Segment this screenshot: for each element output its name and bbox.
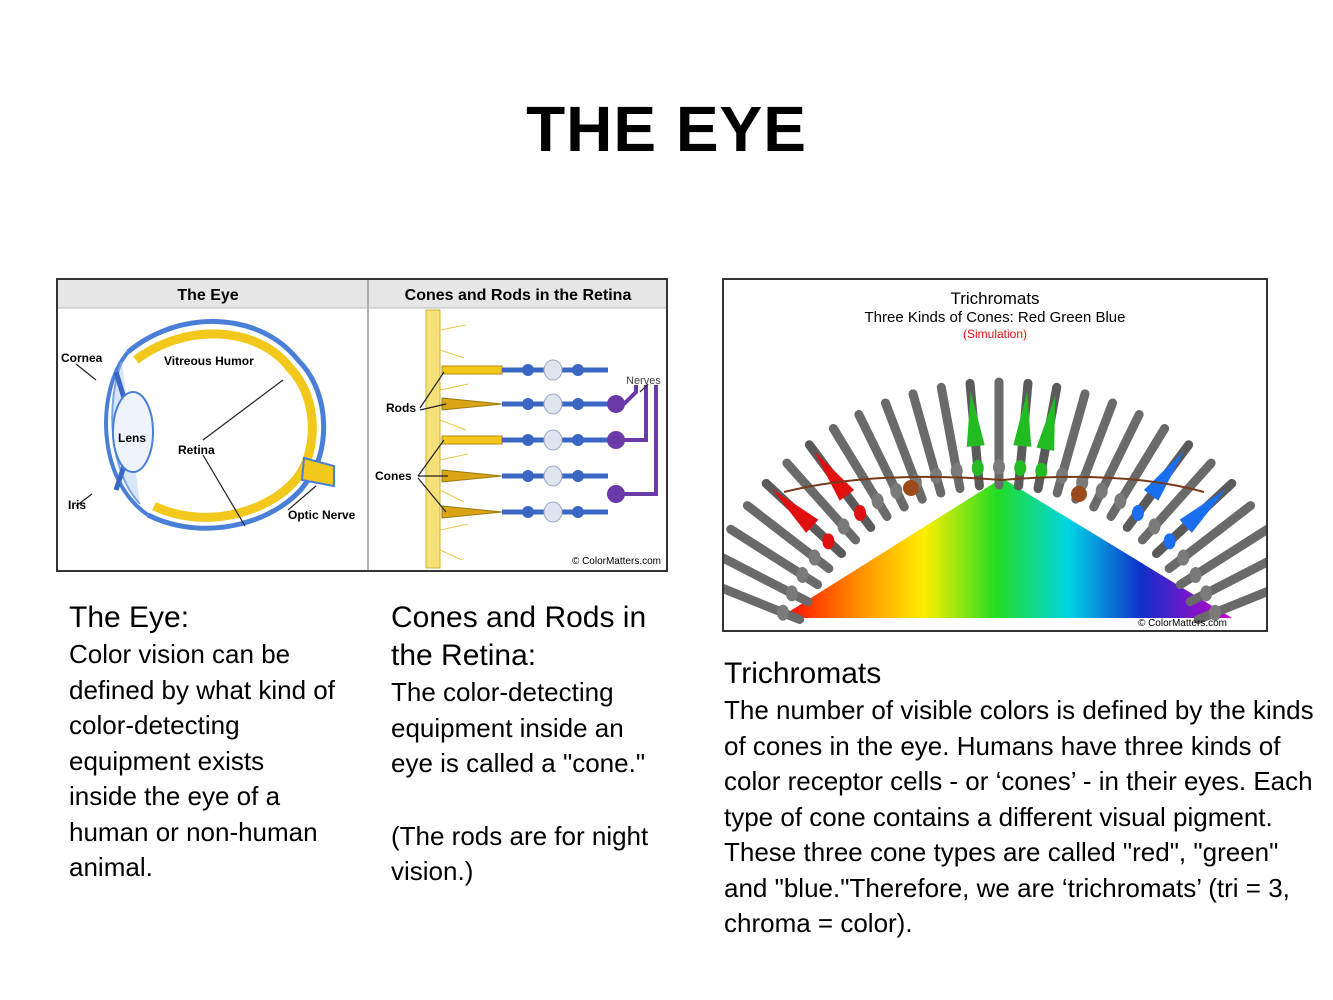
receptor-node [785,585,798,602]
cone-cell [814,451,855,501]
eye-diagram: The Eye Cones and Rods in the Retina [58,280,666,570]
label-rods: Rods [386,401,416,415]
eye-caption: The Eye: Color vision can be defined by … [69,599,339,886]
receptor-node [929,467,942,484]
cones-caption-text: The color-detecting equipment inside an … [391,677,646,778]
retina-cells [425,309,658,569]
receptor-node [871,493,884,510]
receptor-node [796,566,809,583]
cone-cell [1013,391,1032,447]
cones-caption-heading: Cones and Rods in the Retina: [391,601,647,672]
receptor-node [1177,549,1190,566]
receptor-node [1114,493,1127,510]
trichromats-figure-credit: © ColorMatters.com [1138,618,1227,629]
retina-pointer-lines [417,371,649,513]
cone-array [724,377,1266,624]
receptor-node [1035,462,1048,479]
receptor-node [1056,467,1069,484]
eye-caption-heading: The Eye: [69,601,190,634]
cell-body-right [1071,486,1087,502]
receptor-node [1163,533,1176,550]
label-cones: Cones [375,469,412,483]
trichromats-figure-subtitle: Three Kinds of Cones: Red Green Blue [865,309,1126,326]
cone-cell [1036,395,1056,451]
receptor-node [1131,504,1144,521]
receptor-node [837,518,850,535]
receptor-node [776,604,789,621]
receptor-node [822,533,835,550]
receptor-node [1148,518,1161,535]
receptor-node [1189,566,1202,583]
receptor-node [890,482,903,499]
trichromats-figure-title: Trichromats [950,289,1039,308]
receptor-node [854,504,867,521]
label-cornea: Cornea [61,351,103,365]
receptor-node [1014,459,1027,476]
trichromats-diagram: Trichromats Three Kinds of Cones: Red Gr… [724,289,1266,629]
nerve-fiber [783,475,1205,493]
trichromats-caption: Trichromats The number of visible colors… [724,655,1314,942]
label-optic-nerve: Optic Nerve [288,508,356,522]
receptor-node [1095,482,1108,499]
receptor-node [808,549,821,566]
cone-cell [771,488,819,533]
label-vitreous-humor: Vitreous Humor [164,354,254,368]
retina-header-label: Cones and Rods in the Retina [405,287,632,304]
page-title: THE EYE [526,93,807,165]
receptor-node [1209,604,1222,621]
cone-cell [966,391,985,447]
trichromats-figure: Trichromats Three Kinds of Cones: Red Gr… [722,278,1268,632]
simulation-note: (Simulation) [963,327,1027,341]
eye-figure-credit: © ColorMatters.com [572,556,661,567]
cone-cell [1179,488,1227,533]
eye-caption-text: Color vision can be defined by what kind… [69,639,335,882]
label-retina: Retina [178,443,215,457]
figure-header-bar [58,280,666,308]
cones-caption-note: (The rods are for night vision.) [391,820,649,887]
receptor-node [950,462,963,479]
cell-body-left [903,480,919,496]
receptor-node [993,459,1005,475]
trichromats-caption-text: The number of visible colors is defined … [724,695,1314,938]
spectrum-triangle [779,478,1232,618]
receptor-node [1200,585,1213,602]
eye-cross-section [104,318,335,531]
label-iris: Iris [68,498,86,512]
receptor-node [971,459,984,476]
label-lens: Lens [118,431,146,445]
eye-figure: The Eye Cones and Rods in the Retina [56,278,668,572]
trichromats-caption-heading: Trichromats [724,657,882,690]
cones-caption: Cones and Rods in the Retina: The color-… [391,599,656,890]
eye-header-label: The Eye [177,287,238,304]
label-nerves: Nerves [626,375,661,387]
eye-pointer-lines [75,363,317,527]
cone-cell [1143,451,1184,501]
